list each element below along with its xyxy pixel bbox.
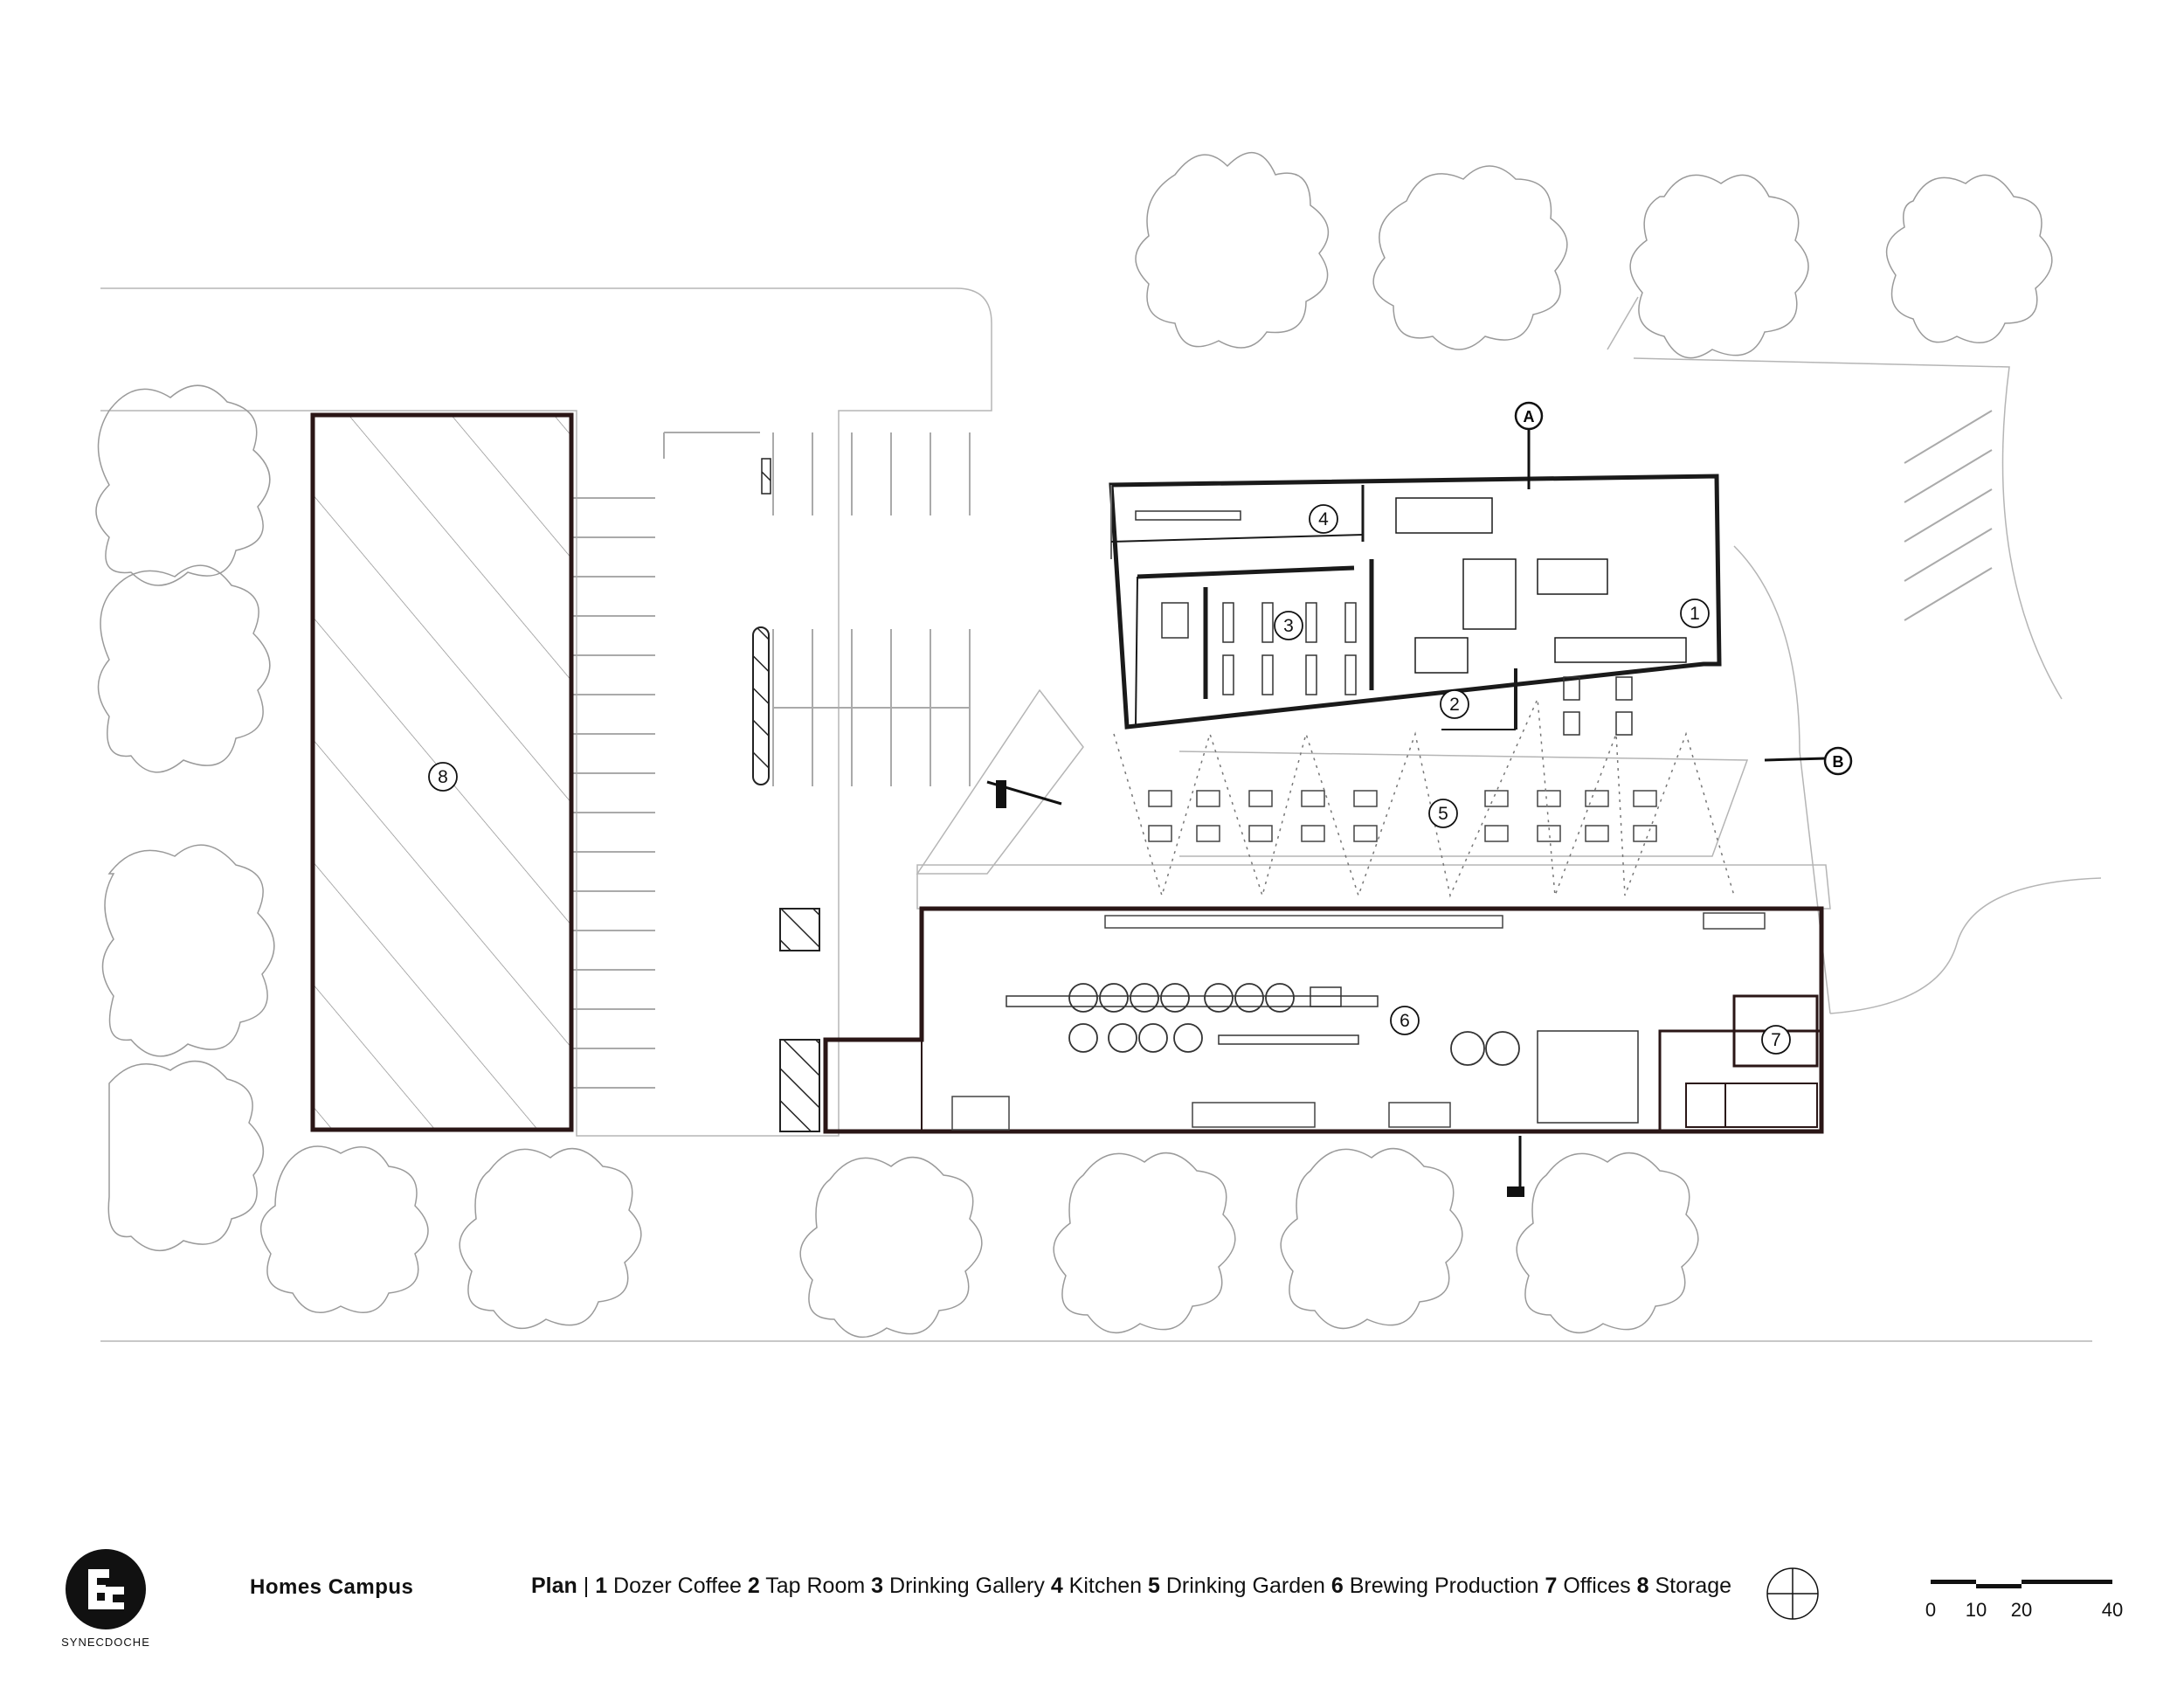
synecdoche-logo-icon (66, 1549, 146, 1629)
wall-stub (996, 780, 1006, 808)
legend-separator: | (577, 1574, 596, 1598)
room-tag-1-label: 1 (1690, 604, 1700, 624)
scale-label-40: 40 (2101, 1599, 2124, 1621)
parking-stalls (572, 432, 971, 1089)
room-tag-5-label: 5 (1438, 804, 1448, 824)
scale-label-10: 10 (1965, 1599, 1987, 1621)
legend-label-1: Dozer Coffee (613, 1574, 742, 1598)
room-tag-8-label: 8 (438, 767, 448, 787)
room-tag-4 (1309, 504, 1338, 534)
legend-label-6: Brewing Production (1349, 1574, 1539, 1598)
project-title: Homes Campus (250, 1575, 414, 1599)
loading-ramp (779, 1039, 820, 1132)
section-marker-b-label: B (1833, 753, 1844, 771)
plan-legend: Plan | 1 Dozer Coffee 2 Tap Room 3 Drink… (531, 1574, 1731, 1599)
legend-num-8: 8 (1636, 1574, 1649, 1598)
legend-num-2: 2 (747, 1574, 760, 1598)
legend-label-5: Drinking Garden (1165, 1574, 1325, 1598)
scale-label-0: 0 (1925, 1599, 1937, 1621)
parking-stripes-east (1904, 410, 1993, 621)
parking-island-small (761, 458, 771, 495)
room-tag-8 (428, 762, 458, 792)
section-marker-a (1514, 401, 1544, 431)
scale-bar: 0 10 20 40 (1904, 1573, 2123, 1625)
legend-num-7: 7 (1545, 1574, 1558, 1598)
wall-stub-south (1507, 1186, 1524, 1197)
room-tag-1 (1680, 598, 1710, 628)
room-tag-2-label: 2 (1449, 695, 1460, 715)
legend-lead: Plan (531, 1574, 577, 1598)
tree-icon (95, 152, 2053, 1339)
room-tag-3-label: 3 (1283, 616, 1294, 636)
legend-num-5: 5 (1148, 1574, 1160, 1598)
room-tags (428, 504, 1791, 1055)
garden-string-lights (1113, 696, 1735, 898)
room-tag-3 (1274, 611, 1303, 640)
upper-building (1109, 474, 1722, 730)
brand-name: SYNECDOCHE (61, 1636, 150, 1649)
production-building (823, 906, 1824, 1134)
legend-label-7: Offices (1563, 1574, 1631, 1598)
room-tag-4-label: 4 (1318, 509, 1329, 529)
legend-num-4: 4 (1050, 1574, 1063, 1598)
loading-ramp-north (779, 908, 820, 951)
section-marker-b (1823, 746, 1853, 776)
scale-label-20: 20 (2010, 1599, 2033, 1621)
brew-tanks (1068, 983, 1520, 1066)
tables-drinking-gallery (1135, 510, 1357, 695)
parking-island (752, 626, 770, 785)
brand-logo: SYNECDOCHE (58, 1548, 154, 1649)
room-tag-6 (1390, 1006, 1420, 1035)
north-arrow-icon (1766, 1567, 1819, 1620)
room-tag-2 (1440, 689, 1469, 719)
room-tag-5 (1428, 799, 1458, 828)
legend-label-3: Drinking Gallery (889, 1574, 1045, 1598)
legend-label-4: Kitchen (1068, 1574, 1143, 1598)
legend-label-8: Storage (1655, 1574, 1732, 1598)
room-tag-6-label: 6 (1400, 1011, 1410, 1031)
room-tag-7-label: 7 (1771, 1030, 1781, 1050)
offices-interior (1685, 1083, 1818, 1128)
room-tag-7 (1761, 1025, 1791, 1055)
legend-label-2: Tap Room (765, 1574, 866, 1598)
legend-num-3: 3 (871, 1574, 884, 1598)
tables-tap-room (1563, 676, 1633, 736)
legend-num-1: 1 (595, 1574, 608, 1598)
tables-drinking-garden (1148, 790, 1657, 842)
legend-num-6: 6 (1330, 1574, 1344, 1598)
scale-bar-graphic (1931, 1580, 2112, 1588)
section-marker-a-label: A (1524, 408, 1535, 425)
site-boundary-lines (100, 287, 2102, 1342)
